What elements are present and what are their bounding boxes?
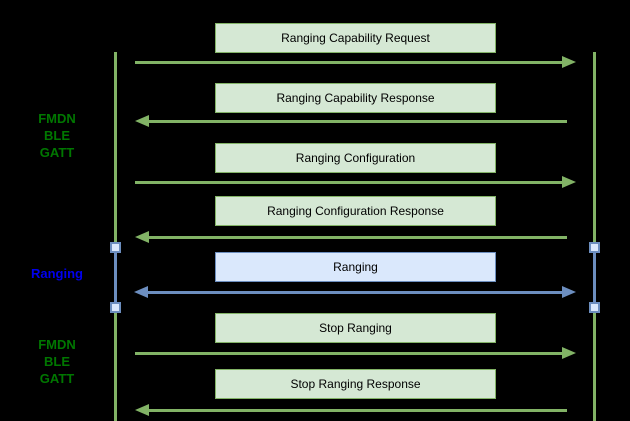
- arrowhead-left-icon: [135, 115, 149, 127]
- box-ranging-configuration: Ranging Configuration: [215, 143, 496, 173]
- activation-handle: [589, 302, 600, 313]
- arrow-shaft: [145, 290, 565, 294]
- side-label-line: Ranging: [31, 266, 83, 281]
- arrowhead-left-icon: [135, 404, 149, 416]
- side-label-line: BLE: [44, 354, 70, 369]
- arrow-ranging-capability-response: [135, 115, 567, 127]
- arrow-shaft: [135, 351, 565, 355]
- arrowhead-right-icon: [562, 286, 576, 298]
- side-label-ranging: Ranging: [0, 265, 114, 282]
- arrow-stop-ranging: [135, 347, 576, 359]
- box-stop-ranging: Stop Ranging: [215, 313, 496, 343]
- lifeline-left: [114, 52, 117, 421]
- arrow-shaft: [146, 408, 567, 412]
- side-label-fmdn-ble-gatt-bottom: FMDN BLE GATT: [0, 336, 114, 387]
- arrow-ranging-bidirectional: [134, 286, 576, 298]
- activation-handle: [110, 242, 121, 253]
- arrowhead-right-icon: [562, 56, 576, 68]
- arrow-shaft: [146, 235, 567, 239]
- arrow-stop-ranging-response: [135, 404, 567, 416]
- arrow-ranging-configuration-response: [135, 231, 567, 243]
- arrow-shaft: [135, 180, 565, 184]
- arrow-ranging-capability-request: [135, 56, 576, 68]
- side-label-line: FMDN: [38, 111, 76, 126]
- arrowhead-right-icon: [562, 176, 576, 188]
- side-label-line: BLE: [44, 128, 70, 143]
- box-ranging-capability-response: Ranging Capability Response: [215, 83, 496, 113]
- ranging-activation-segment-right: [593, 248, 596, 308]
- box-ranging-capability-request: Ranging Capability Request: [215, 23, 496, 53]
- side-label-line: GATT: [39, 145, 75, 160]
- arrowhead-right-icon: [562, 347, 576, 359]
- arrow-ranging-configuration: [135, 176, 576, 188]
- ranging-activation-segment-left: [114, 248, 117, 308]
- arrowhead-left-icon: [134, 286, 148, 298]
- arrow-shaft: [146, 119, 567, 123]
- side-label-fmdn-ble-gatt-top: FMDN BLE GATT: [0, 110, 114, 161]
- activation-handle: [589, 242, 600, 253]
- side-label-line: GATT: [39, 371, 75, 386]
- lifeline-right: [593, 52, 596, 421]
- side-label-line: FMDN: [38, 337, 76, 352]
- box-ranging: Ranging: [215, 252, 496, 282]
- activation-handle: [110, 302, 121, 313]
- box-ranging-configuration-response: Ranging Configuration Response: [215, 196, 496, 226]
- arrow-shaft: [135, 60, 565, 64]
- arrowhead-left-icon: [135, 231, 149, 243]
- box-stop-ranging-response: Stop Ranging Response: [215, 369, 496, 399]
